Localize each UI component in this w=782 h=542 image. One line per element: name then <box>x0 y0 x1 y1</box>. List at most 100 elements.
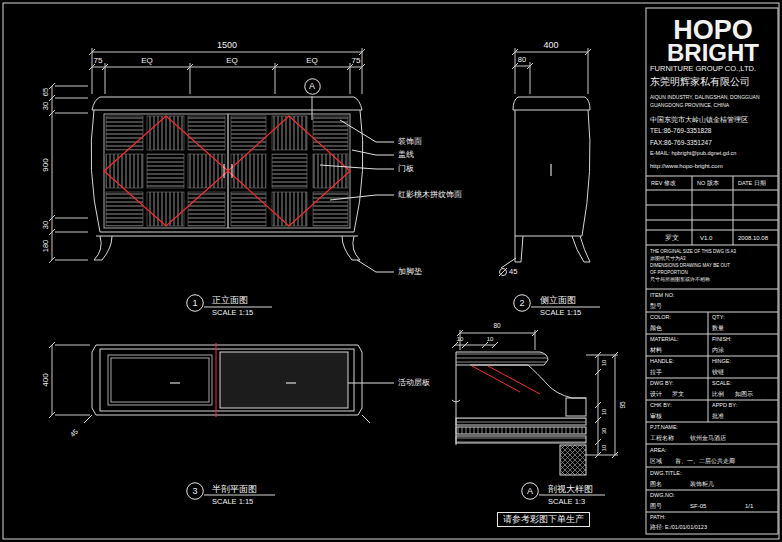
title-block-text: 图名 <box>650 481 662 487</box>
callout-number: A <box>527 487 533 496</box>
title-block-text: E-MAIL: hpbright@pub.dgnet.gd.cn <box>650 151 736 157</box>
view-title: 半剖平面图 <box>212 485 257 494</box>
front-elevation <box>91 96 363 260</box>
title-block-text: COLOR: <box>650 315 671 321</box>
title-block-text: HANDLE: <box>650 359 674 365</box>
callout-circle-shape <box>304 78 320 94</box>
dimension-text: 10 <box>601 360 607 367</box>
title-block-text: 比例 <box>712 391 724 397</box>
title-block-text: TEL:86-769-3351828 <box>650 128 711 135</box>
callout-text: 盖线 <box>398 151 414 159</box>
title-block-text: REV 修改 <box>651 181 676 187</box>
dimension-text: 45 <box>509 268 517 276</box>
dimension-text: 400 <box>543 41 558 50</box>
dimension-text: 10 <box>487 336 494 342</box>
title-block-text: QTY: <box>712 315 725 321</box>
title-block-text: APPD BY: <box>712 403 737 409</box>
callout-text: 红影桃木拼纹饰面 <box>398 191 462 199</box>
callout-circle: A <box>521 482 539 500</box>
title-block-text: PJT.NAME: <box>650 425 678 431</box>
title-block-text: GUANGDONG PROVINCE, CHINA <box>650 103 729 108</box>
view-title-lines <box>204 307 605 495</box>
scale-text: SCALE 1:15 <box>212 498 253 506</box>
dimension-text: 900 <box>42 158 50 171</box>
title-block-text: OF PROPORTION <box>650 271 688 276</box>
title-block-text: SCALE: <box>712 381 732 387</box>
callout-number: A <box>309 82 315 91</box>
sheet-frame <box>3 3 779 539</box>
title-block-text: 中国东莞市大岭山镇金桔管理区 <box>650 117 748 124</box>
title-block-text: V1.0 <box>700 235 712 241</box>
callout-number: 3 <box>192 487 197 496</box>
title-block-text: MATERIAL: <box>650 337 679 343</box>
logo-text: HOPO <box>673 17 753 44</box>
title-block-text: 装饰柜几 <box>690 481 714 487</box>
title-block-text: 内涂 <box>712 347 724 353</box>
leader-lines <box>320 120 394 383</box>
dimension-text: 1500 <box>217 41 237 50</box>
callout-circle-shape <box>522 483 539 500</box>
dimension-text: 30 <box>42 101 50 109</box>
note-text: 请参考彩图下单生产 <box>503 515 584 524</box>
title-block-text: 1/1 <box>745 503 753 509</box>
title-block-text: 数量 <box>712 325 724 331</box>
callout-circle-shape <box>187 295 204 312</box>
callout-text: 活动层板 <box>398 379 430 387</box>
title-block-text: 路径: E:/01/01/01/0123 <box>650 525 707 531</box>
title-block-text: 首、一、二层公共走廊 <box>675 458 735 464</box>
title-block-text: 型号 <box>650 303 662 309</box>
title-block-text: FINISH: <box>712 337 732 343</box>
title-block-text: 批准 <box>712 413 724 419</box>
plan-section <box>49 342 370 423</box>
title-block-text: 图号 <box>650 503 662 509</box>
title-block-text: PATH: <box>650 515 665 521</box>
dimension-text: 95 <box>620 401 627 408</box>
title-block-text: DWG.TITLE: <box>650 471 681 477</box>
dimension-text: EQ <box>306 57 318 65</box>
callout-circle: 3 <box>186 482 204 500</box>
title-block-text: 区域 <box>650 458 662 464</box>
callout-circle: 1 <box>186 294 204 312</box>
title-block-text: THE ORIGINAL SIZE OF THIS DWG IS A3 <box>650 250 736 255</box>
dimension-text: 65 <box>42 88 50 96</box>
dimension-text: EQ <box>141 57 153 65</box>
note-box-shape <box>497 512 589 526</box>
title-block-text: 铰链 <box>712 369 724 375</box>
callout-circle: A <box>304 78 321 95</box>
title-block-text: 如图示 <box>735 391 753 397</box>
view-title: 侧立面图 <box>540 296 576 305</box>
title-block-text: DWG.NO: <box>650 493 675 499</box>
title-block-text: 设计 <box>650 391 662 397</box>
view-title: 剖视大样图 <box>548 485 593 494</box>
title-block-grid <box>646 176 778 512</box>
title-block-text: DATE 日期 <box>738 181 766 187</box>
dimension-text: 80 <box>518 56 526 64</box>
dimension-text: 45 <box>69 428 79 438</box>
logo-text: BRIGHT <box>667 41 759 65</box>
callout-text: 装饰面 <box>398 138 422 146</box>
callout-circle: 2 <box>513 294 531 312</box>
dimension-text: 75 <box>352 57 361 65</box>
title-block-text: 拉手 <box>650 369 662 375</box>
view-title: 正立面图 <box>212 296 248 305</box>
title-block-text: CHK BY: <box>650 403 672 409</box>
title-block-text: FAX:86-769-3351247 <box>650 140 712 147</box>
scale-text: SCALE 1:15 <box>540 309 581 317</box>
dimension-text: 30 <box>601 428 607 435</box>
title-block <box>646 8 778 534</box>
dimension-text: 10 <box>601 409 607 416</box>
callout-circle-shape <box>187 483 204 500</box>
dimension-text: 80 <box>493 323 500 330</box>
title-block-text: NO 版本 <box>697 181 719 187</box>
note-box: 请参考彩图下单生产 <box>497 512 590 527</box>
dimension-text: 30 <box>42 221 50 229</box>
title-block-text: DIMENSIONS DRAWING MAY BE OUT <box>650 264 730 269</box>
dimension-text: 75 <box>94 57 103 65</box>
title-block-text: FURNITURE GROUP CO.,LTD. <box>650 65 756 73</box>
callout-number: 1 <box>192 299 197 308</box>
title-block-text: 工程名称 <box>650 435 674 441</box>
dimension-lines <box>49 48 365 263</box>
title-block-text: AREA: <box>650 448 667 454</box>
title-block-text: 东莞明辉家私有限公司 <box>650 77 750 87</box>
